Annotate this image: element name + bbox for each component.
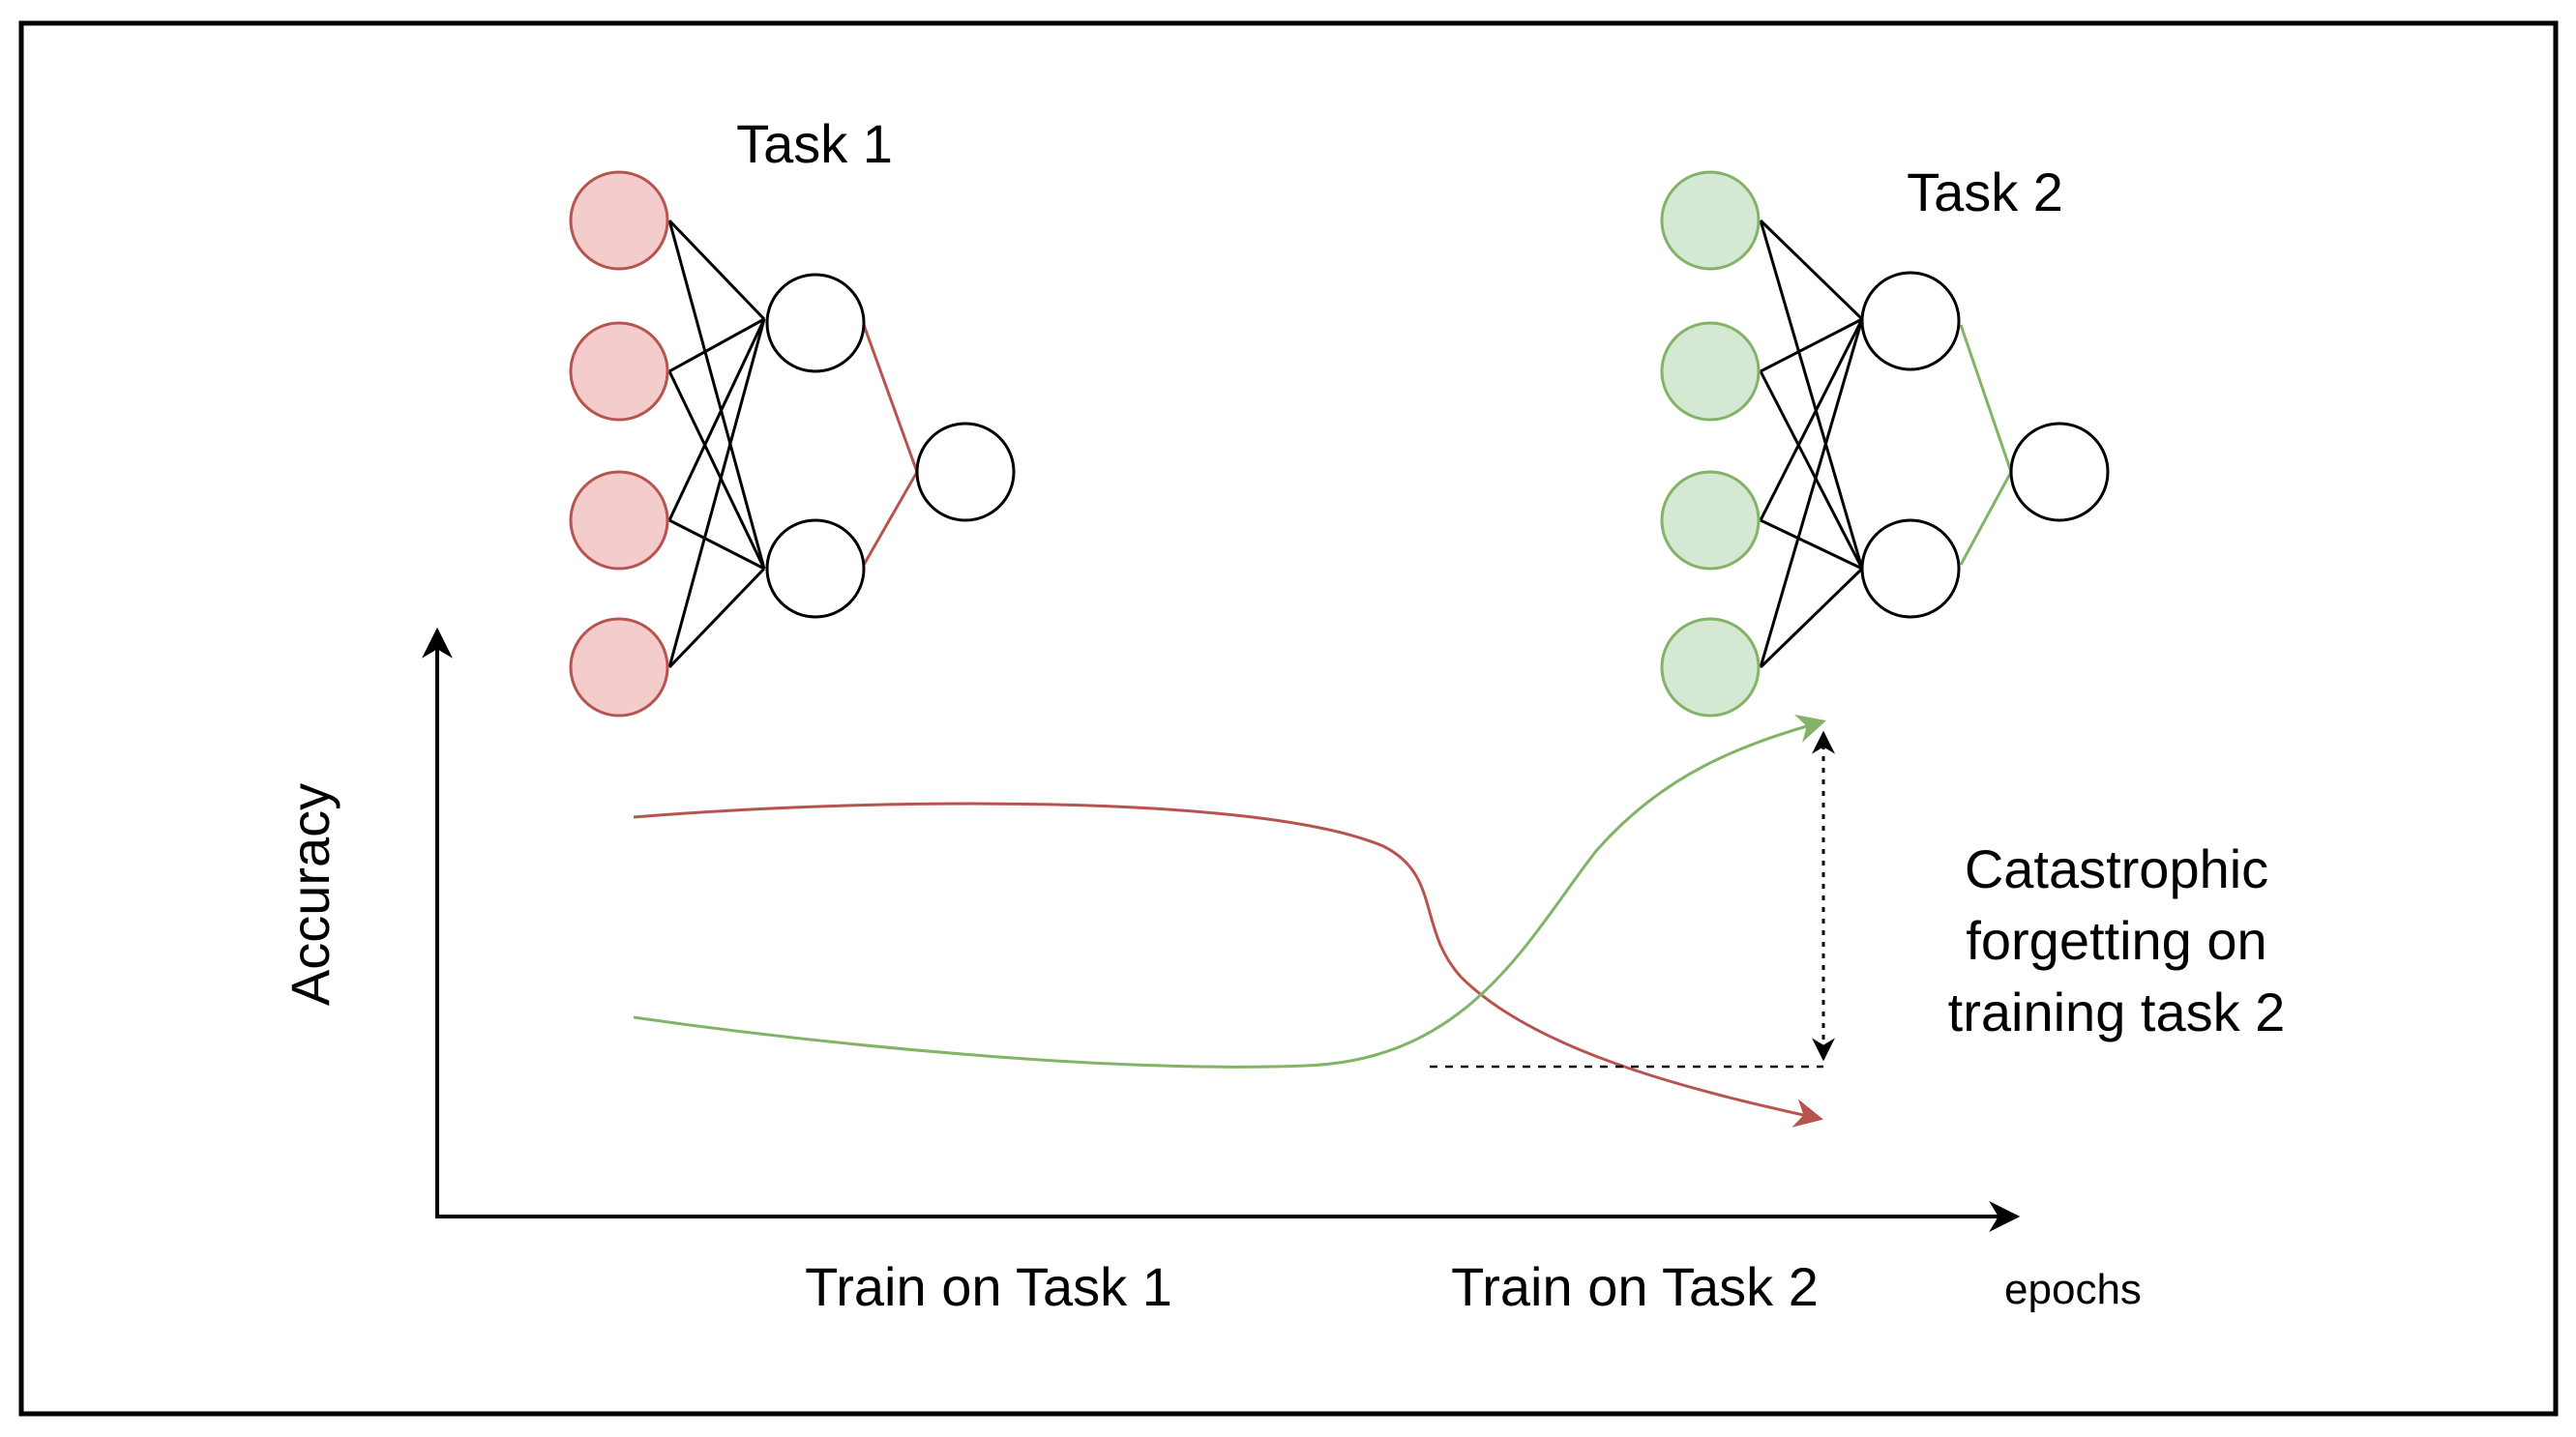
diagram-frame: [18, 20, 2559, 1417]
task1-output-node: [915, 422, 1016, 522]
task1-network: Task 1: [569, 113, 1016, 718]
task2-connections: [1759, 219, 1864, 669]
axes: Accuracy epochs Train on Task 1 Train on…: [280, 627, 2142, 1317]
task2-hidden-node: [1860, 518, 1961, 619]
task2-input-node: [1660, 470, 1761, 571]
phase2-label: Train on Task 2: [1451, 1256, 1819, 1317]
task1-hidden-node: [765, 273, 866, 373]
task2-output-connections: [1959, 324, 2013, 566]
task2-input-node: [1660, 617, 1761, 718]
x-axis-label: epochs: [2004, 1266, 2142, 1313]
task2-output-node: [2009, 422, 2110, 522]
task1-input-node: [569, 170, 669, 271]
task1-output-connections: [862, 324, 919, 566]
task1-label: Task 1: [736, 113, 893, 174]
annotation-line-1: Catastrophic: [1965, 838, 2268, 899]
annotation-line-3: training task 2: [1948, 982, 2286, 1042]
task2-network: Task 2: [1660, 161, 2110, 718]
task2-hidden-node: [1860, 271, 1961, 371]
phase1-label: Train on Task 1: [805, 1256, 1172, 1317]
task2-input-node: [1660, 321, 1761, 422]
task1-connections: [667, 219, 766, 669]
task2-input-node: [1660, 170, 1761, 271]
task1-hidden-node: [765, 518, 866, 619]
task2-label: Task 2: [1907, 161, 2063, 222]
task2-accuracy-curve: [633, 714, 1826, 1069]
task1-input-node: [569, 470, 669, 571]
task1-input-node: [569, 321, 669, 422]
annotation-line-2: forgetting on: [1966, 910, 2266, 971]
task1-input-node: [569, 617, 669, 718]
y-axis-label: Accuracy: [280, 783, 341, 1006]
